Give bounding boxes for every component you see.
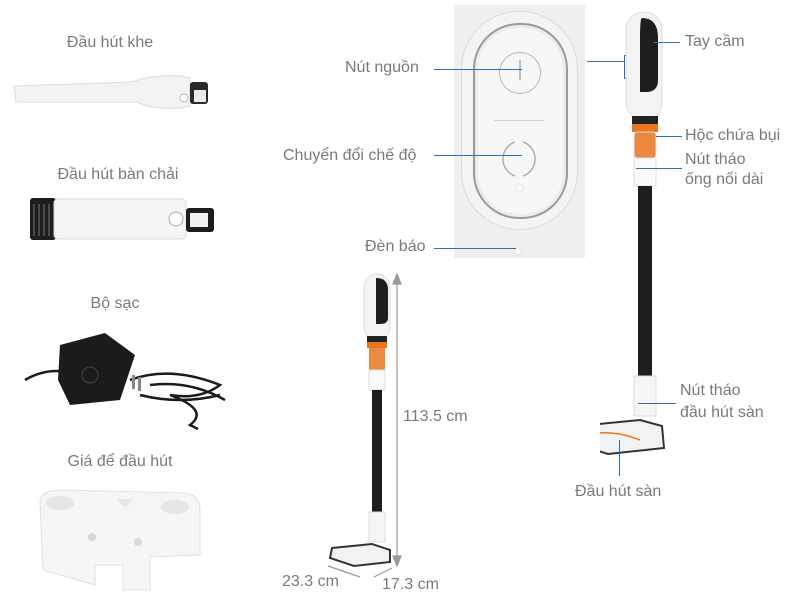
power-button-callout: Nút nguồn [345, 59, 419, 76]
mode-cycle-icon [502, 141, 536, 177]
width-dimension: 17.3 cm [382, 576, 439, 593]
floor-head-release-callout-line2: đầu hút sàn [680, 404, 764, 421]
vacuum-dimensions-image [328, 273, 391, 568]
floor-head-release-callout-line1: Nút tháo [680, 382, 741, 399]
power-icon [519, 60, 521, 80]
mode-callout-line [434, 155, 522, 156]
mode-switch-button[interactable] [499, 139, 539, 179]
dust-bin-callout: Hộc chứa bụi [685, 127, 781, 144]
floor-head-callout: Đầu hút sàn [575, 483, 662, 500]
nozzle-holder-image [39, 489, 201, 591]
vacuum-labeled-image [600, 11, 666, 456]
handle-callout-line [653, 42, 680, 43]
control-panel-closeup [454, 5, 585, 258]
tube-release-callout-line2: ống nối dài [685, 171, 764, 188]
crevice-nozzle-label: Đầu hút khe [66, 34, 154, 51]
mode-led [517, 185, 522, 190]
crevice-nozzle-image [13, 75, 208, 109]
brush-nozzle-label: Đầu hút bàn chải [57, 166, 179, 183]
indicator-callout: Đèn báo [365, 238, 426, 255]
tube-release-callout-line [636, 168, 682, 169]
mode-button-callout: Chuyển đổi chế độ [283, 147, 417, 164]
charger-label: Bộ sạc [90, 295, 140, 312]
floor-head-callout-line [619, 440, 620, 476]
dust-bin-callout-line [656, 136, 682, 137]
indicator-led [516, 249, 521, 254]
height-dimension: 113.5 cm [403, 408, 468, 425]
button-divider [494, 120, 544, 121]
tube-release-callout-line1: Nút tháo [685, 151, 746, 168]
charger-image [24, 333, 226, 431]
brush-nozzle-image [30, 198, 214, 240]
dimension-arrows [327, 272, 402, 578]
power-callout-line [434, 69, 522, 70]
panel-link-line [587, 61, 625, 62]
handle-callout: Tay cầm [685, 33, 745, 50]
floor-head-release-callout-line [638, 403, 676, 404]
indicator-callout-line [434, 248, 516, 249]
length-dimension: 23.3 cm [282, 573, 339, 590]
nozzle-holder-label: Giá để đầu hút [67, 453, 173, 470]
power-button[interactable] [499, 52, 541, 94]
